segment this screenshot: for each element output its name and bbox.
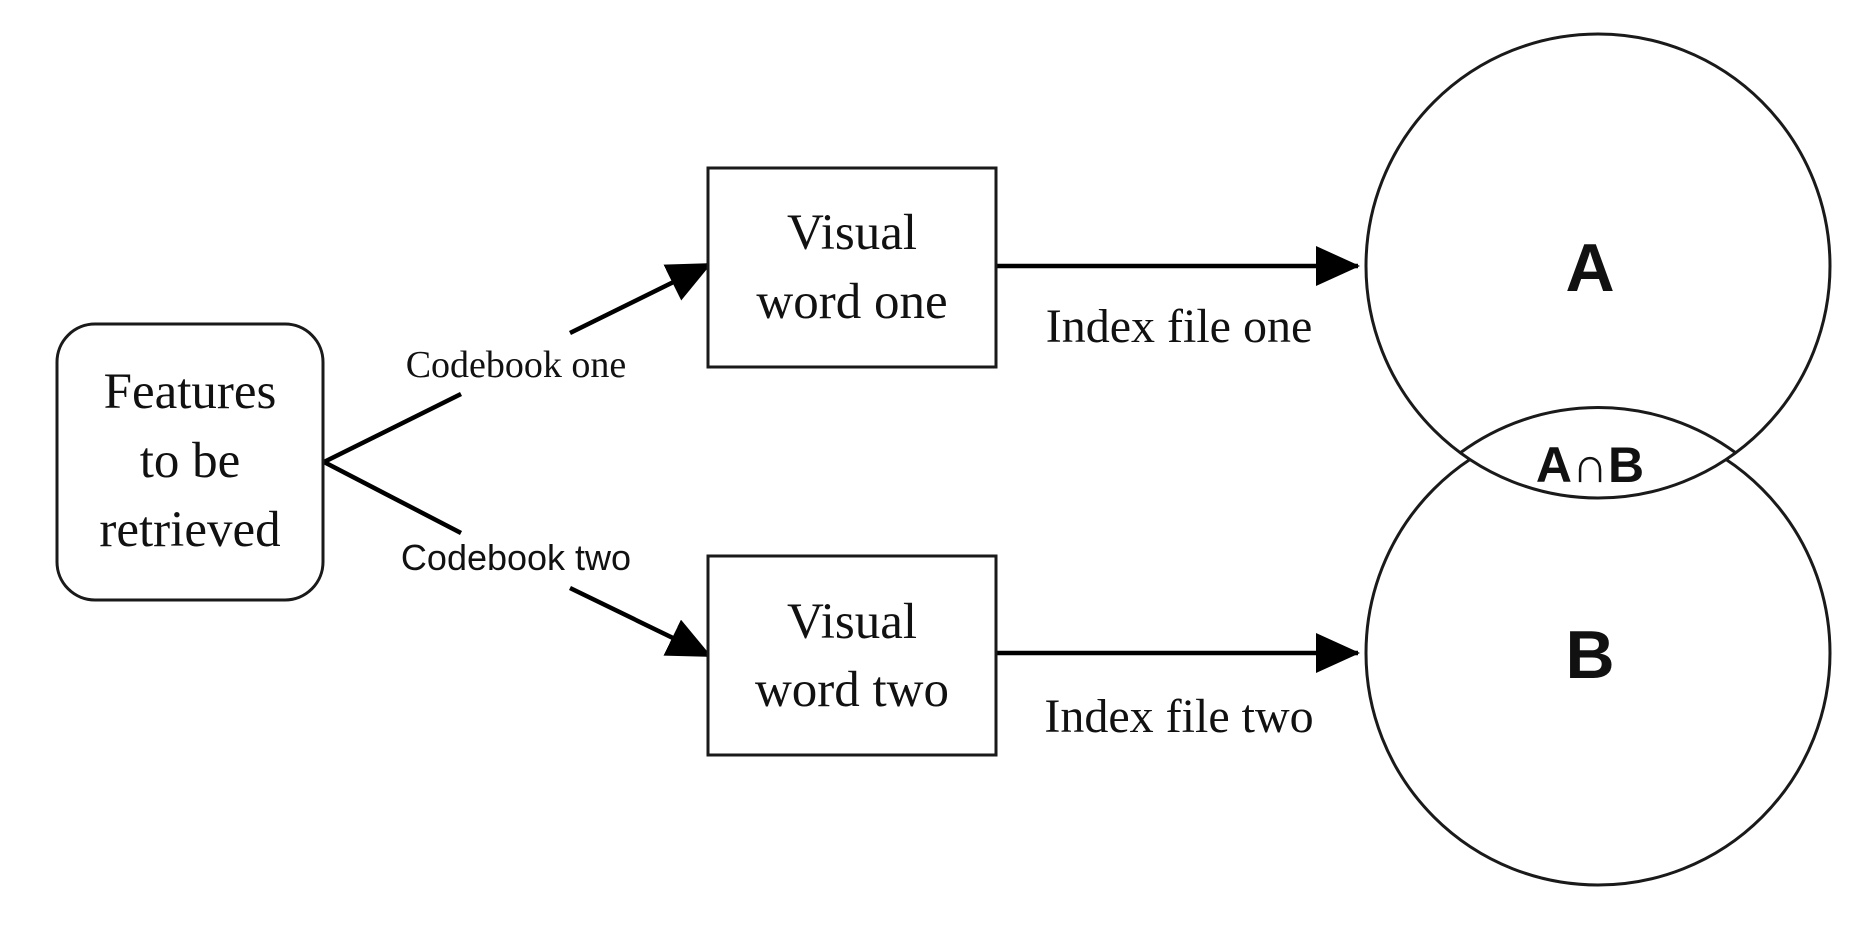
visual-word-two-label-line2: word two xyxy=(755,662,949,718)
visual-word-one-label-line1: Visual xyxy=(787,205,917,261)
codebook-two-label: Codebook two xyxy=(401,537,631,578)
set-a-label: A xyxy=(1565,230,1614,306)
set-a-circle xyxy=(1364,32,1832,500)
visual-word-two-label-line1: Visual xyxy=(787,594,917,650)
edge-codebook-two-lower xyxy=(569,585,712,659)
features-label-line3: retrieved xyxy=(99,502,280,558)
index-file-two-label: Index file two xyxy=(1044,690,1313,743)
codebook-one-label: Codebook one xyxy=(406,344,627,386)
features-label-line2: to be xyxy=(140,433,241,489)
set-b-label: B xyxy=(1565,617,1614,693)
visual-word-one-label-line2: word one xyxy=(756,274,947,330)
edge-codebook-two-upper xyxy=(322,460,463,535)
visual-word-one-node xyxy=(706,166,998,369)
intersection-arc xyxy=(1459,405,1737,455)
edge-codebook-one-lower xyxy=(322,391,463,465)
features-label-line1: Features xyxy=(104,364,277,420)
features-node xyxy=(55,322,325,602)
intersection-label: A∩B xyxy=(1536,437,1644,493)
edge-codebook-one-upper xyxy=(569,261,712,336)
index-file-one-label: Index file one xyxy=(1046,300,1313,353)
visual-word-two-node xyxy=(706,554,998,757)
